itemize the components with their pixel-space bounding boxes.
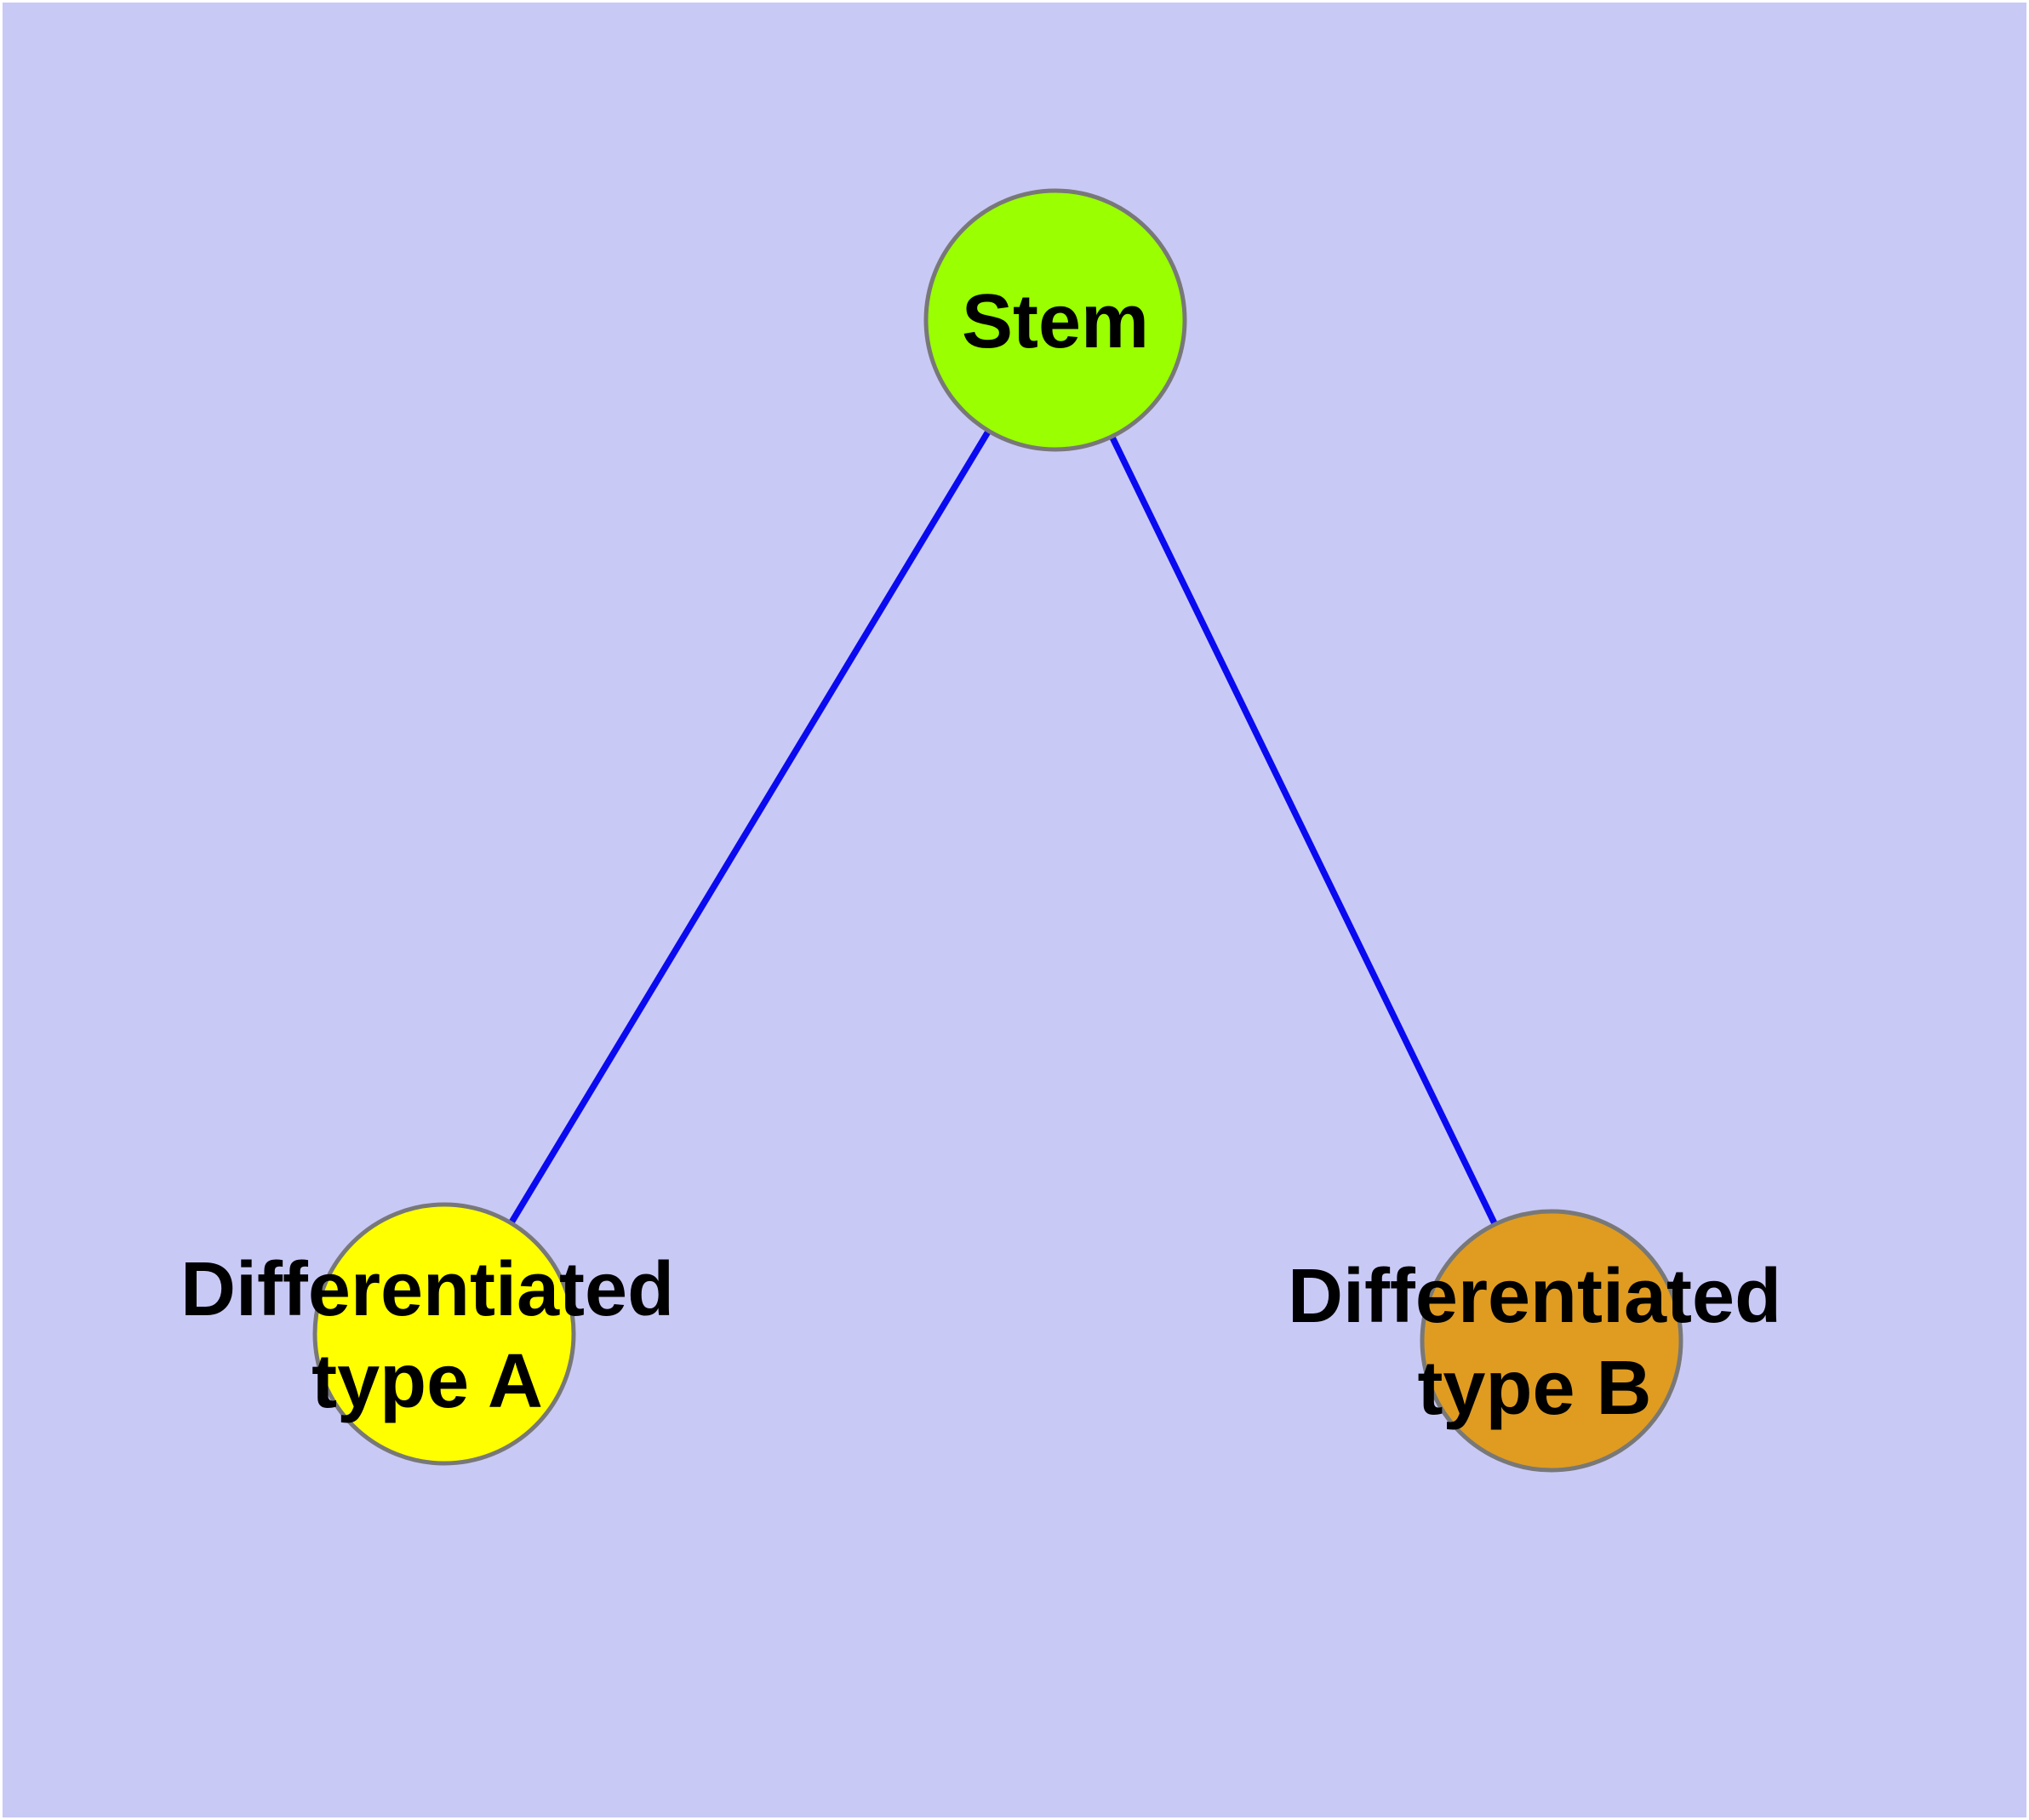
node-stem-label: Stem [961, 279, 1150, 364]
node-stem-circle [923, 188, 1187, 452]
node-diff-a-label: Differentiated type A [180, 1247, 675, 1424]
node-diff-a-circle [312, 1202, 576, 1466]
node-diff-b-circle [1420, 1209, 1683, 1473]
graph-svg [312, 188, 1683, 1473]
edge-stem-to-diff-b [1052, 318, 1555, 1342]
edge-stem-to-diff-a [441, 318, 1059, 1336]
node-diff-b-label: Differentiated type B [1287, 1254, 1782, 1431]
